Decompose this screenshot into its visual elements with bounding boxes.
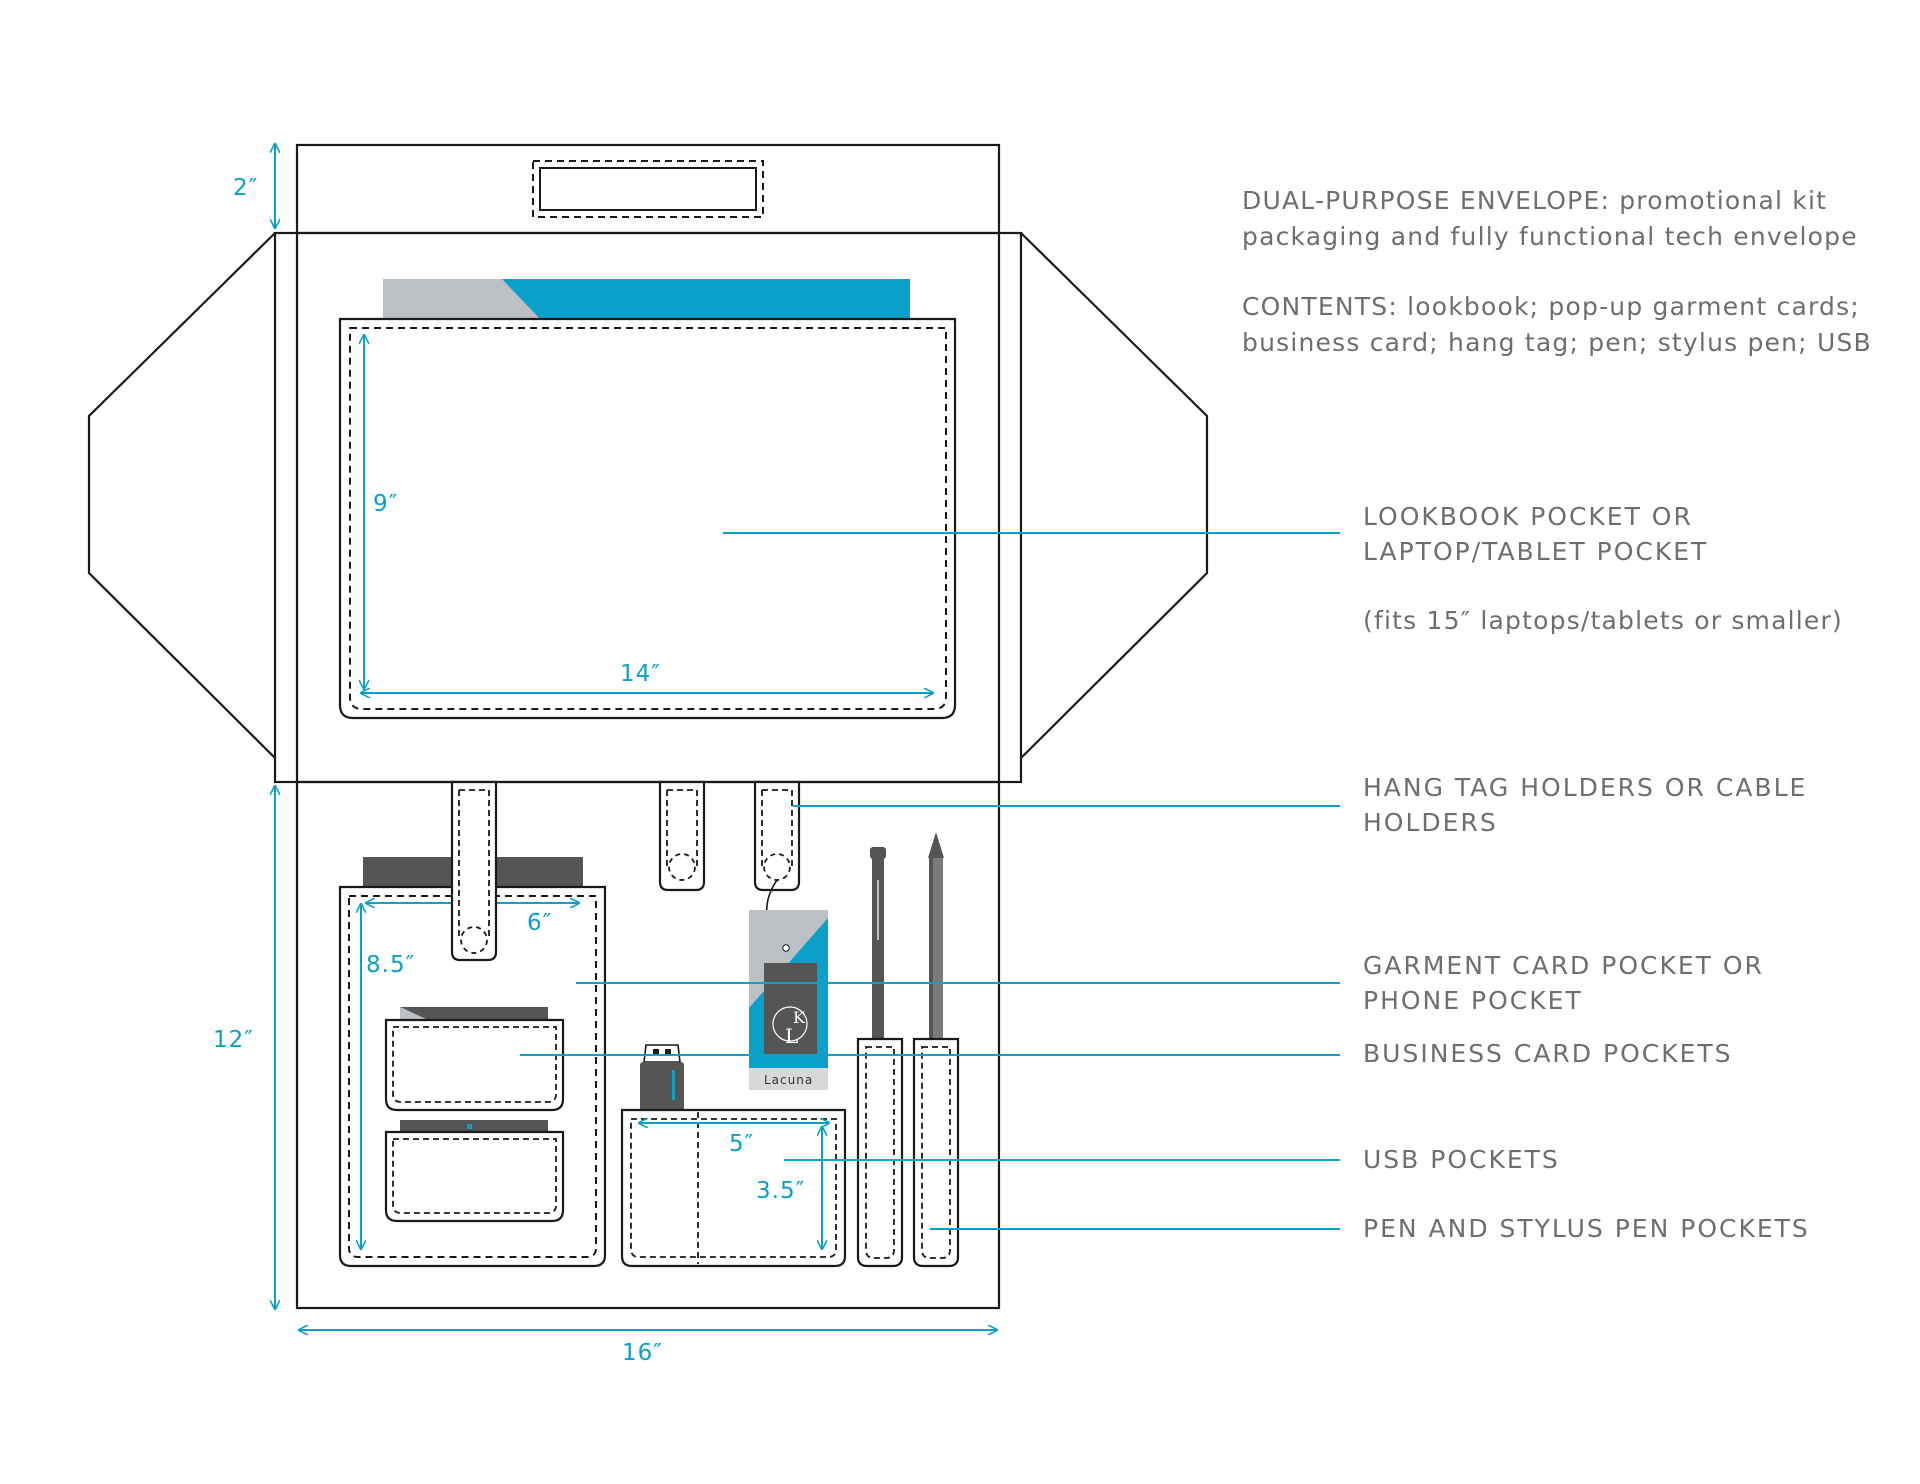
bottom-height-label: 12″ [213,1027,254,1053]
business-card-pocket-bottom [384,1130,565,1223]
strap-left [450,780,498,962]
logo-ring [772,1006,808,1042]
usb-width-label: 5″ [729,1131,754,1157]
total-width-label: 16″ [622,1340,663,1366]
top-flap [295,143,1001,235]
description-line1: DUAL-PURPOSE ENVELOPE: promotional kit [1242,186,1827,215]
callout-garment-line1: GARMENT CARD POCKET OR [1363,951,1764,980]
usb-height-label: 3.5″ [756,1178,805,1204]
contents-line2: business card; hang tag; pen; stylus pen… [1242,328,1872,357]
business-card-pocket-top [384,1018,565,1112]
pen-pocket [856,1037,904,1268]
usb-pocket [620,1108,847,1268]
hang-tag: K L Lacuna [749,910,828,1090]
contents-line1: CONTENTS: lookbook; pop-up garment cards… [1242,292,1860,321]
business-card-top [400,1007,548,1021]
left-side-flap [87,232,276,759]
business-card-bottom [400,1120,548,1134]
envelope-outline [87,143,1209,1310]
garment-width-label: 6″ [527,910,552,936]
usb-stick [640,1044,684,1118]
logo-letter-bottom: L [785,1024,798,1048]
callout-business: BUSINESS CARD POCKETS [1363,1039,1733,1068]
stylus-pen [928,832,944,1043]
logo-letter-top: K [793,1008,806,1027]
hang-tag-brand: Lacuna [764,1073,813,1087]
callout-hang-tag-line2: HOLDERS [1363,808,1498,837]
stylus-pocket [912,1037,960,1268]
callout-garment-line2: PHONE POCKET [1363,986,1583,1015]
callout-usb: USB POCKETS [1363,1145,1560,1174]
pen [870,847,886,1039]
flap-height-label: 2″ [233,175,258,201]
callout-lookbook-line1: LOOKBOOK POCKET OR [1363,502,1693,531]
lookbook-pocket [338,317,957,720]
callout-hang-tag-line1: HANG TAG HOLDERS OR CABLE [1363,773,1807,802]
strap-right [753,780,801,892]
callout-lookbook-note: (fits 15″ laptops/tablets or smaller) [1363,606,1843,635]
callout-lines [520,532,1340,1230]
strap-middle [658,780,706,892]
lookbook-height-label: 9″ [373,491,398,517]
flap-label-window [532,160,764,218]
lookbook [383,279,910,319]
bottom-panel [295,780,1001,1310]
callout-lookbook-line2: LAPTOP/TABLET POCKET [1363,537,1708,566]
lookbook-width-label: 14″ [620,661,661,687]
callout-pen: PEN AND STYLUS PEN POCKETS [1363,1214,1810,1243]
description-line2: packaging and fully functional tech enve… [1242,222,1858,251]
right-side-flap [1020,232,1209,759]
garment-height-label: 8.5″ [366,952,415,978]
